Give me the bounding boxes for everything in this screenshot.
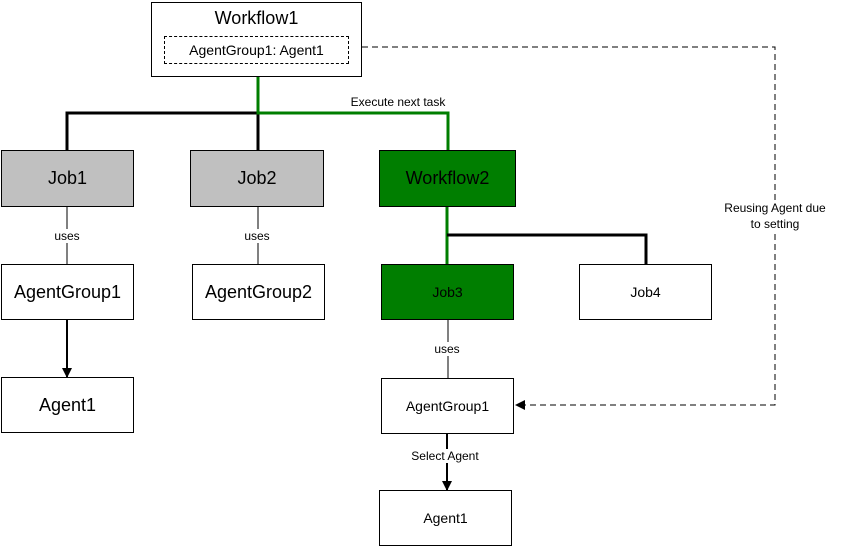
agentgroup1-label-left: AgentGroup1 (13, 281, 122, 302)
job2-node[interactable]: Job2 (190, 150, 324, 207)
agentgroup1-label-right: AgentGroup1 (405, 398, 490, 414)
job4-label: Job4 (630, 284, 661, 300)
agentgroup1-node-right[interactable]: AgentGroup1 (381, 378, 514, 434)
agentgroup2-node[interactable]: AgentGroup2 (192, 264, 325, 320)
connector-workflow1-workflow2 (256, 77, 450, 150)
workflow1-title: Workflow1 (214, 8, 299, 28)
reusing-agent-line2: to setting (750, 217, 800, 231)
edge-label-execute-next-task: Execute next task (350, 95, 446, 109)
workflow1-node[interactable]: Workflow1 AgentGroup1: Agent1 (151, 2, 362, 77)
workflow2-node[interactable]: Workflow2 (379, 150, 516, 207)
edge-label-uses-job3: uses (434, 342, 460, 356)
workflow1-setting-label: AgentGroup1: Agent1 (189, 42, 324, 58)
agent1-label-left: Agent1 (38, 394, 97, 415)
agent1-label-right: Agent1 (423, 510, 468, 526)
edge-label-uses-job2: uses (244, 229, 270, 243)
connector-workflow1-job1 (65, 77, 260, 150)
edge-label-uses-job1: uses (54, 229, 80, 243)
job4-node[interactable]: Job4 (579, 264, 712, 320)
agent1-node-left[interactable]: Agent1 (1, 377, 134, 433)
job3-node[interactable]: Job3 (381, 264, 514, 320)
edge-label-select-agent: Select Agent (411, 449, 479, 463)
job2-label: Job2 (237, 168, 277, 188)
edge-label-reusing-agent: Reusing Agent due to setting (715, 200, 835, 232)
workflow1-setting-box: AgentGroup1: Agent1 (164, 36, 349, 64)
job1-label: Job1 (47, 168, 88, 188)
job3-label: Job3 (432, 284, 463, 300)
agent1-node-right[interactable]: Agent1 (379, 490, 512, 546)
agentgroup1-node-left[interactable]: AgentGroup1 (1, 264, 134, 320)
agentgroup2-label: AgentGroup2 (204, 281, 313, 302)
connector-workflow2-job4 (447, 233, 648, 264)
workflow2-label: Workflow2 (405, 168, 490, 188)
reusing-agent-line1: Reusing Agent due (724, 201, 826, 215)
job1-node[interactable]: Job1 (1, 150, 134, 207)
